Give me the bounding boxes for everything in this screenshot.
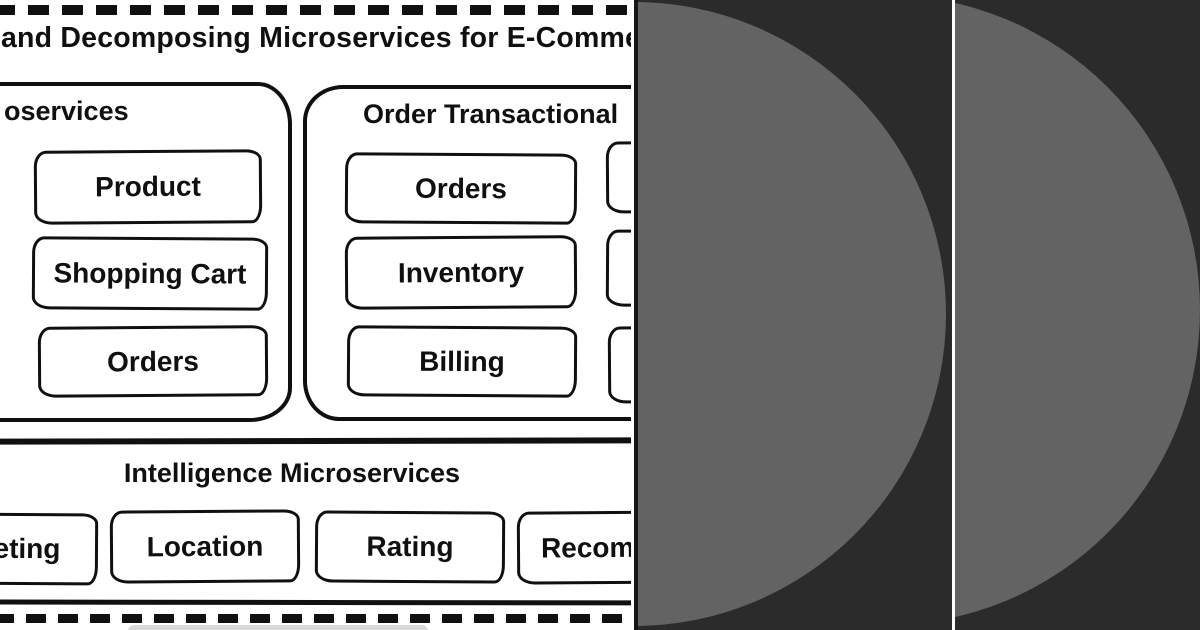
dashed-border-top bbox=[0, 5, 631, 15]
scrollbar-pill[interactable] bbox=[128, 625, 428, 630]
partial-service-box-3 bbox=[607, 325, 631, 404]
microservices-diagram: and Decomposing Microservices for E-Comm… bbox=[0, 5, 631, 630]
panel-core-microservices: oservices Product Shopping Cart Orders bbox=[0, 82, 292, 422]
intelligence-top-line bbox=[0, 437, 631, 445]
panel-order-heading: Order Transactional bbox=[363, 99, 619, 129]
card-2-circle bbox=[955, 0, 1200, 625]
panel-order-transactional: Order Transactional Orders Inventory Bil… bbox=[303, 85, 631, 421]
service-box-location: Location bbox=[109, 509, 301, 584]
diagram-title: and Decomposing Microservices for E-Comm… bbox=[1, 22, 631, 54]
service-box-product: Product bbox=[33, 149, 263, 225]
service-box-marketing-clipped: eting bbox=[0, 512, 99, 586]
partial-service-box-2 bbox=[605, 229, 631, 308]
service-box-shopping-cart: Shopping Cart bbox=[31, 236, 269, 311]
partial-service-box-1 bbox=[605, 140, 631, 214]
preview-card-2 bbox=[955, 0, 1200, 630]
service-box-inventory: Inventory bbox=[344, 235, 578, 310]
dashed-border-bottom bbox=[0, 614, 631, 623]
service-box-orders: Orders bbox=[37, 325, 269, 398]
service-box-billing: Billing bbox=[346, 325, 578, 398]
panel-core-heading: oservices bbox=[4, 96, 129, 126]
service-box-rating: Rating bbox=[314, 510, 506, 584]
service-box-recommendation-clipped: Recom bbox=[516, 510, 631, 585]
intelligence-heading: Intelligence Microservices bbox=[123, 458, 461, 488]
service-box-orders-2: Orders bbox=[344, 152, 578, 225]
card-1-circle bbox=[638, 2, 946, 626]
preview-card-1 bbox=[634, 0, 952, 630]
intelligence-bottom-line bbox=[0, 599, 631, 606]
